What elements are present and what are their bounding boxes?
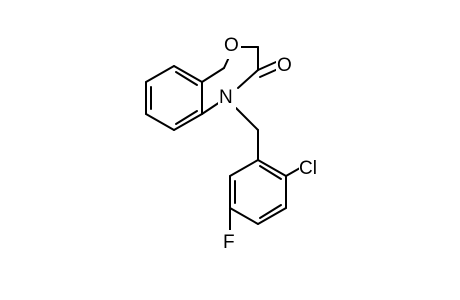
bond: [173, 65, 203, 83]
nitrogen-label: N: [219, 87, 233, 108]
bond: [173, 113, 203, 131]
bond: [145, 113, 175, 131]
bond: [259, 204, 282, 219]
bond: [201, 67, 225, 83]
label-halo: [218, 85, 236, 111]
bond: [257, 61, 277, 71]
chlorine-label: Cl: [299, 158, 317, 179]
label-halo: [299, 155, 323, 181]
bond: [235, 107, 259, 131]
label-halo: [225, 33, 241, 59]
ring-oxygen-label: O: [224, 35, 239, 56]
bond: [285, 167, 301, 177]
fluorine-label: F: [223, 232, 235, 253]
bond: [145, 65, 175, 83]
bond: [257, 207, 287, 225]
carbonyl-oxygen-label: O: [277, 55, 292, 76]
atom-labels: O O N Cl F: [218, 33, 323, 256]
bond-group: [145, 46, 301, 233]
bond: [201, 101, 221, 115]
bond: [237, 69, 259, 89]
label-halo: [222, 230, 238, 256]
bond: [229, 207, 259, 225]
bond: [257, 159, 287, 177]
label-halo: [276, 52, 294, 78]
bond: [175, 71, 198, 86]
bond: [259, 68, 279, 78]
bond: [259, 165, 282, 180]
bond: [229, 159, 259, 177]
bond: [175, 110, 198, 125]
